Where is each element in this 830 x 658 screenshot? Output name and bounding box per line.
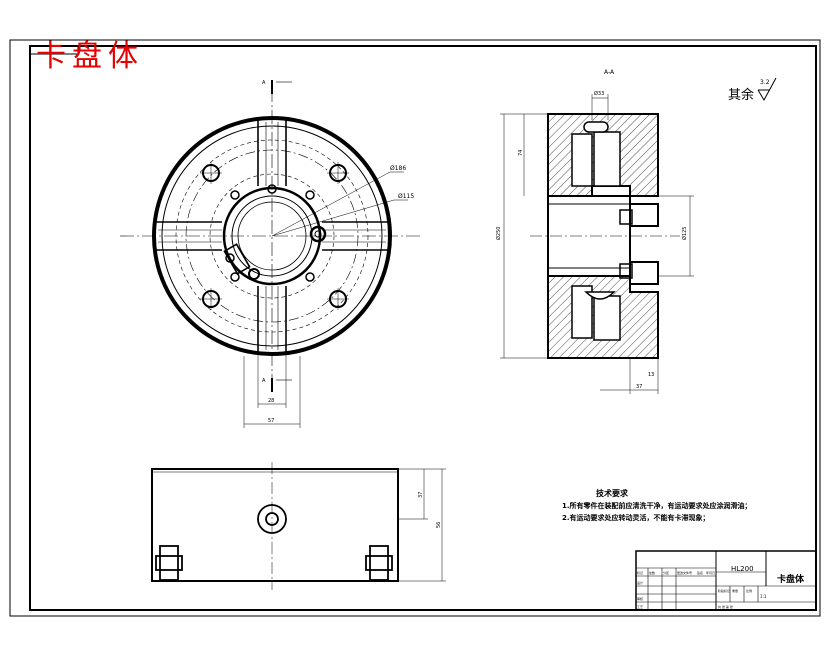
dim-step-height: 74 bbox=[518, 150, 524, 156]
dim-inner-circle: Ø115 bbox=[398, 193, 414, 200]
dim-plan-height-1: 37 bbox=[418, 492, 424, 498]
tech-requirement-item: 1.所有零件在装配前应清洗干净，有运动要求处应涂润滑油； bbox=[562, 502, 752, 510]
dim-slot-width: 28 bbox=[268, 398, 274, 404]
tb-row-label-5: 签名 bbox=[697, 570, 703, 575]
title-block-part-name: 卡盘体 bbox=[777, 575, 805, 585]
dim-right-small: 13 bbox=[648, 372, 654, 378]
tech-requirements-title: 技术要求 bbox=[596, 489, 628, 498]
dim-plan-height-2: 56 bbox=[436, 522, 442, 528]
tb-col-stage: 阶段标记 bbox=[718, 588, 730, 593]
tb-role-review: 审核 bbox=[637, 596, 643, 601]
section-view bbox=[500, 94, 694, 394]
tb-row-label-2: 处数 bbox=[649, 570, 655, 575]
tb-row-label-1: 标记 bbox=[637, 570, 643, 575]
title-block bbox=[635, 550, 817, 611]
drawing-title: 卡盘体 bbox=[36, 39, 144, 74]
roughness-symbol bbox=[757, 77, 777, 102]
corner-box bbox=[29, 45, 79, 55]
dim-body-width: 57 bbox=[268, 418, 274, 424]
title-block-code: HL200 bbox=[731, 565, 754, 573]
dim-right-width: 37 bbox=[636, 384, 642, 390]
tb-role-process: 工艺 bbox=[637, 604, 643, 609]
roughness-value: 3.2 bbox=[760, 79, 770, 86]
tb-row-label-3: 分区 bbox=[663, 570, 669, 575]
tb-role-design: 设计 bbox=[637, 580, 643, 585]
dim-outer-diameter: Ø250 bbox=[495, 227, 502, 240]
outer-border bbox=[9, 39, 821, 617]
dim-hole-diameter: Ø33 bbox=[594, 90, 604, 97]
tb-row-label-4: 更改文件号 bbox=[677, 570, 692, 575]
tb-row-label-6: 年月日 bbox=[706, 570, 715, 575]
plan-view bbox=[151, 462, 446, 590]
cut-mark-bottom: A bbox=[262, 378, 266, 384]
dim-bore-diameter: Ø125 bbox=[681, 227, 688, 240]
tb-scale: 1:1 bbox=[760, 594, 767, 599]
dim-bolt-circle: Ø186 bbox=[390, 165, 406, 172]
tech-requirement-item: 2.有运动要求处应转动灵活，不能有卡滞现象； bbox=[562, 514, 710, 522]
tb-col-weight: 重量 bbox=[732, 588, 738, 593]
section-label: A-A bbox=[604, 69, 615, 76]
tb-sheet: 共 张 第 张 bbox=[718, 604, 733, 609]
roughness-label: 其余 bbox=[728, 88, 755, 103]
inner-frame bbox=[29, 45, 817, 611]
front-view bbox=[120, 80, 420, 428]
tb-col-scale: 比例 bbox=[746, 588, 752, 593]
cut-mark-top: A bbox=[262, 80, 266, 86]
